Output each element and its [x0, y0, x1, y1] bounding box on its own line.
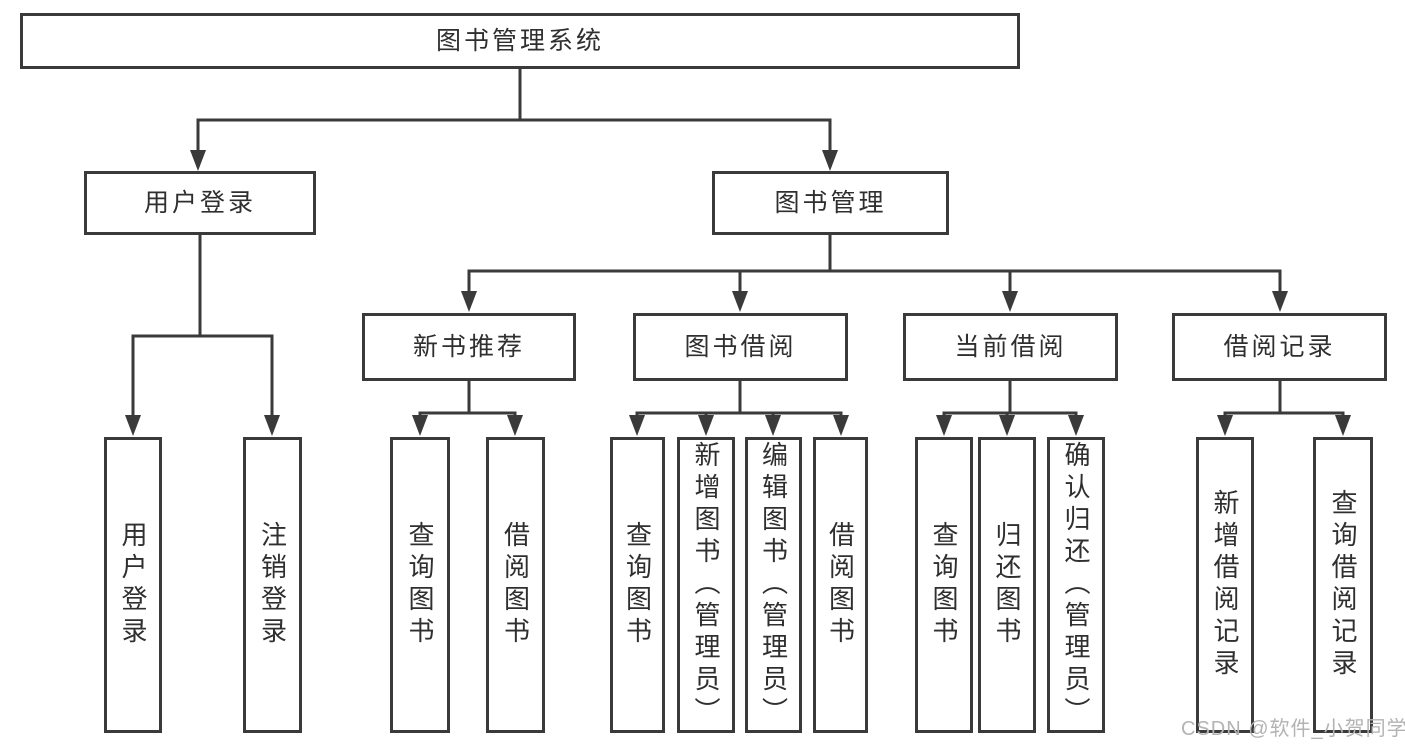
node-book-borrowing-label: 图书借阅 — [684, 332, 797, 361]
leaf-user-login: 用户登录 — [104, 437, 162, 733]
node-borrowing-records: 借阅记录 — [1172, 313, 1387, 381]
node-root-label: 图书管理系统 — [435, 26, 604, 55]
leaf-label: 新增图书（管理员） — [691, 441, 721, 729]
arrowheads — [125, 150, 1351, 436]
leaf-label: 确认归还（管理员） — [1061, 441, 1091, 729]
leaf-label: 归还图书 — [992, 521, 1022, 649]
csdn-watermark: CSDN @软件_小贺同学 — [1181, 718, 1405, 740]
node-new-book-recommend-label: 新书推荐 — [412, 332, 525, 361]
node-book-management-label: 图书管理 — [774, 188, 887, 217]
node-current-borrowing-label: 当前借阅 — [954, 332, 1067, 361]
node-root: 图书管理系统 — [20, 13, 1020, 69]
leaf-label: 编辑图书（管理员） — [758, 441, 789, 729]
leaf-edit-books-admin: 编辑图书（管理员） — [745, 437, 802, 733]
leaf-borrow-books-borrowing: 借阅图书 — [813, 437, 868, 733]
leaf-label: 新增借阅记录 — [1210, 489, 1240, 681]
node-user-login-label: 用户登录 — [143, 188, 256, 217]
leaf-add-borrow-record: 新增借阅记录 — [1196, 437, 1254, 733]
leaf-query-books-current: 查询图书 — [915, 437, 973, 733]
leaf-query-borrow-record: 查询借阅记录 — [1313, 437, 1373, 733]
node-book-borrowing: 图书借阅 — [633, 313, 848, 381]
leaf-confirm-return-admin: 确认归还（管理员） — [1047, 437, 1105, 733]
leaf-label: 借阅图书 — [825, 521, 856, 649]
leaf-label: 查询图书 — [622, 521, 653, 649]
leaf-label: 查询借阅记录 — [1328, 489, 1358, 681]
leaf-query-books-borrowing: 查询图书 — [610, 437, 665, 733]
leaf-label: 查询图书 — [929, 521, 959, 649]
leaf-label: 借阅图书 — [500, 521, 531, 649]
node-borrowing-records-label: 借阅记录 — [1223, 332, 1336, 361]
leaf-logout: 注销登录 — [243, 437, 302, 733]
leaf-logout-label: 注销登录 — [257, 521, 288, 649]
node-user-login: 用户登录 — [84, 171, 316, 235]
node-current-borrowing: 当前借阅 — [903, 313, 1118, 381]
leaf-return-books: 归还图书 — [978, 437, 1036, 733]
leaf-query-books-recommend: 查询图书 — [390, 437, 450, 733]
leaf-add-books-admin: 新增图书（管理员） — [677, 437, 735, 733]
node-book-management: 图书管理 — [712, 171, 949, 235]
leaf-label: 查询图书 — [405, 521, 435, 649]
leaf-user-login-label: 用户登录 — [118, 521, 148, 649]
leaf-borrow-books-recommend: 借阅图书 — [486, 437, 545, 733]
node-new-book-recommend: 新书推荐 — [362, 313, 576, 381]
